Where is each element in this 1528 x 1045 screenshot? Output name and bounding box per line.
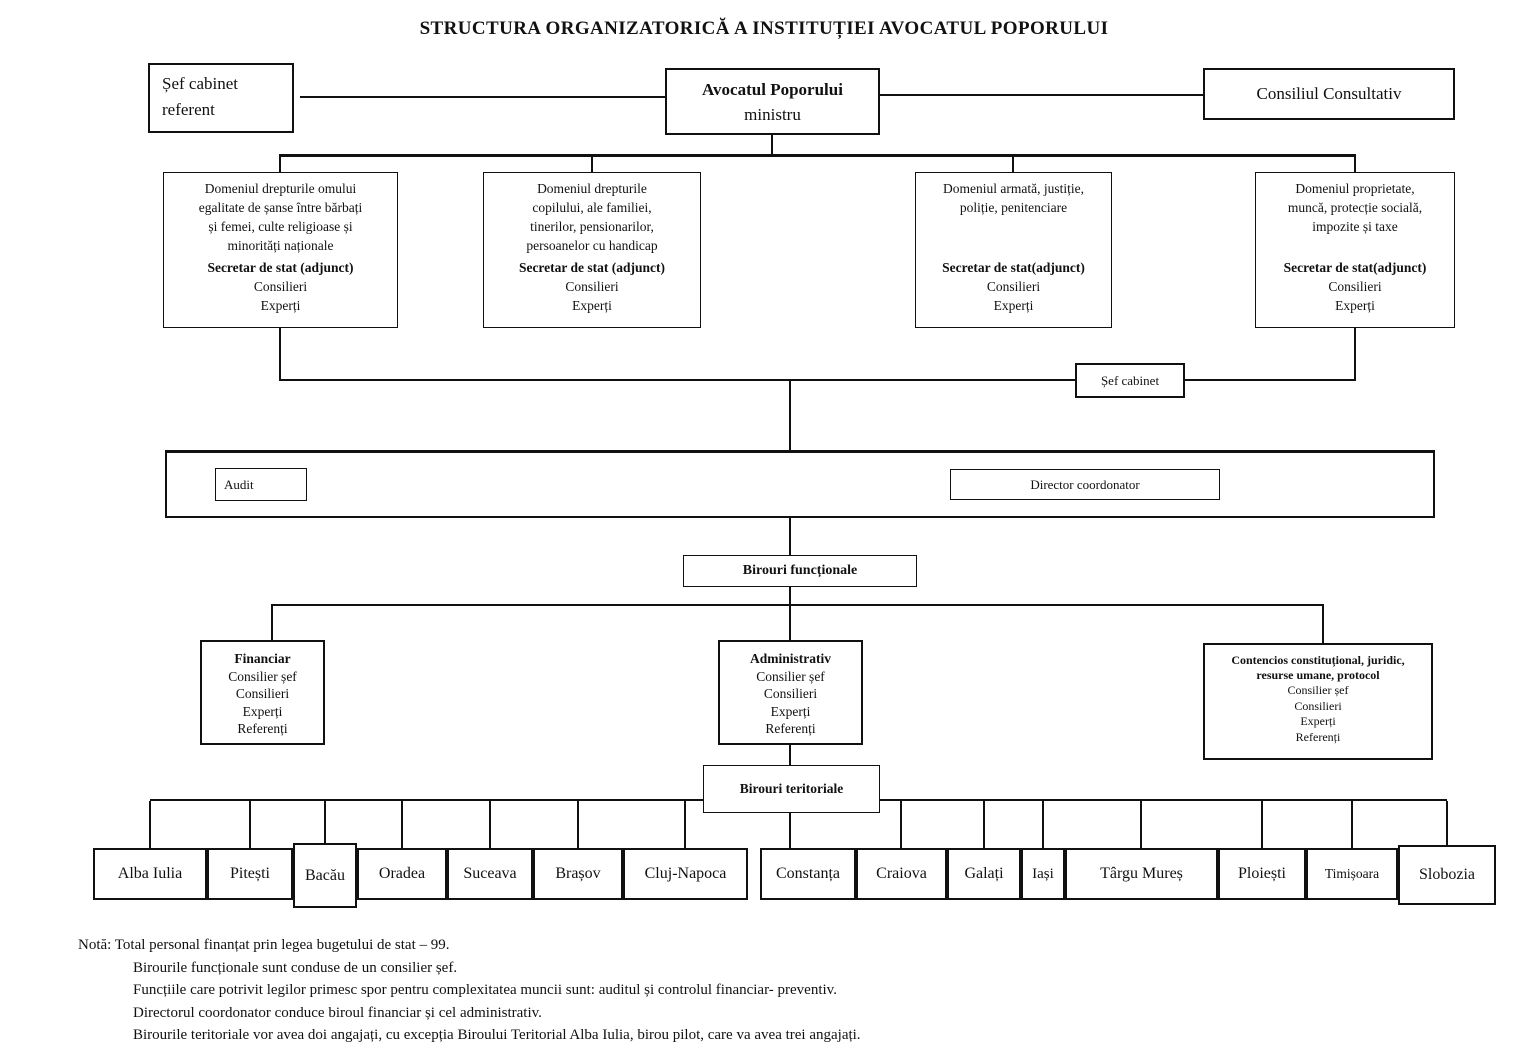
box-domain-proprietate-munca: Domeniul proprietate, muncă, protecție s… bbox=[1255, 172, 1455, 328]
box-sef-cabinet: Șef cabinet bbox=[1075, 363, 1185, 398]
box-financiar: Financiar Consilier șef Consilieri Exper… bbox=[200, 640, 325, 745]
connector-line bbox=[149, 801, 151, 848]
box-domain-armata-justitie: Domeniul armată, justiție, poliție, peni… bbox=[915, 172, 1112, 328]
connector-line bbox=[324, 801, 326, 848]
box-domain-drepturile-omului: Domeniul drepturile omului egalitate de … bbox=[163, 172, 398, 328]
box-audit: Audit bbox=[215, 468, 307, 501]
box-territorial-office-suceava: Suceava bbox=[447, 848, 533, 900]
footnotes: Notă: Total personal finanțat prin legea… bbox=[78, 934, 1508, 1045]
connector-line bbox=[279, 379, 1356, 381]
connector-line bbox=[249, 801, 251, 848]
box-consiliul-consultativ: Consiliul Consultativ bbox=[1203, 68, 1455, 120]
box-avocatul-poporului: Avocatul Poporului ministru bbox=[665, 68, 880, 135]
connector-line bbox=[271, 606, 273, 640]
connector-line bbox=[1354, 328, 1356, 380]
box-territorial-office-slobozia: Slobozia bbox=[1398, 845, 1496, 905]
box-territorial-office-alba-iulia: Alba Iulia bbox=[93, 848, 207, 900]
domain-title: Domeniul drepturile omului egalitate de … bbox=[198, 181, 363, 253]
box-birouri-teritoriale: Birouri teritoriale bbox=[703, 765, 880, 813]
box-administrativ: Administrativ Consilier șef Consilieri E… bbox=[718, 640, 863, 745]
function-staff: Consilier șef Consilieri Experți Referen… bbox=[1287, 683, 1349, 744]
box-territorial-office-cluj-napoca: Cluj-Napoca bbox=[623, 848, 748, 900]
box-territorial-office-timisoara: Timișoara bbox=[1306, 848, 1398, 900]
connector-line bbox=[1446, 801, 1448, 848]
box-territorial-office-ploiesti: Ploiești bbox=[1218, 848, 1306, 900]
box-territorial-office-craiova: Craiova bbox=[856, 848, 947, 900]
box-domain-drepturile-copilului: Domeniul drepturile copilului, ale famil… bbox=[483, 172, 701, 328]
function-title: Financiar bbox=[234, 651, 291, 666]
connector-line bbox=[684, 801, 686, 848]
box-birouri-functionale: Birouri funcționale bbox=[683, 555, 917, 587]
domain-title: Domeniul armată, justiție, poliție, peni… bbox=[943, 181, 1084, 215]
connector-line bbox=[591, 157, 593, 172]
domain-secretar: Secretar de stat (adjunct) bbox=[207, 260, 354, 275]
connector-line bbox=[789, 606, 791, 640]
domain-title: Domeniul drepturile copilului, ale famil… bbox=[526, 181, 658, 253]
connector-line bbox=[401, 801, 403, 848]
function-staff: Consilier șef Consilieri Experți Referen… bbox=[756, 668, 825, 737]
connector-line bbox=[1322, 606, 1324, 643]
connector-line bbox=[900, 801, 902, 848]
connector-line bbox=[1261, 801, 1263, 848]
note-line: Birourile teritoriale vor avea doi angaj… bbox=[133, 1027, 861, 1043]
connector-line bbox=[1140, 801, 1142, 848]
connector-line bbox=[271, 604, 1324, 606]
connector-line bbox=[880, 94, 1203, 96]
domain-secretar: Secretar de stat(adjunct) bbox=[942, 260, 1085, 275]
domain-secretar: Secretar de stat(adjunct) bbox=[1283, 260, 1427, 275]
box-territorial-office-brasov: Brașov bbox=[533, 848, 623, 900]
box-territorial-office-galati: Galați bbox=[947, 848, 1021, 900]
box-sef-cabinet-referent: Șef cabinet referent bbox=[148, 63, 294, 133]
connector-line bbox=[577, 801, 579, 848]
box-director-coordonator: Director coordonator bbox=[950, 469, 1220, 500]
connector-line bbox=[789, 813, 791, 848]
connector-line bbox=[1351, 801, 1353, 848]
domain-staff: Consilieri Experți bbox=[565, 279, 619, 313]
domain-staff: Consilieri Experți bbox=[1328, 279, 1382, 313]
ministru-label: ministru bbox=[744, 105, 801, 124]
connector-line bbox=[789, 745, 791, 765]
domain-secretar: Secretar de stat (adjunct) bbox=[518, 260, 666, 275]
connector-line bbox=[789, 587, 791, 605]
box-territorial-office-bacau: Bacău bbox=[293, 843, 357, 908]
connector-line bbox=[279, 157, 281, 172]
box-territorial-office-targu-mures: Târgu Mureș bbox=[1065, 848, 1218, 900]
page-title: STRUCTURA ORGANIZATORICĂ A INSTITUȚIEI A… bbox=[419, 18, 1109, 39]
domain-staff: Consilieri Experți bbox=[253, 279, 308, 313]
note-line: Notă: Total personal finanțat prin legea… bbox=[78, 937, 450, 953]
function-title: Administrativ bbox=[750, 651, 831, 666]
connector-line bbox=[1042, 801, 1044, 848]
connector-line bbox=[789, 518, 791, 555]
domain-title: Domeniul proprietate, muncă, protecție s… bbox=[1287, 181, 1423, 234]
box-territorial-office-pitesti: Pitești bbox=[207, 848, 293, 900]
connector-line bbox=[279, 154, 1356, 157]
note-line: Birourile funcționale sunt conduse de un… bbox=[133, 959, 458, 976]
function-title: Contencios constituțional, juridic, resu… bbox=[1231, 653, 1405, 682]
connector-line bbox=[771, 135, 773, 155]
connector-line bbox=[983, 801, 985, 848]
avocatul-poporului-label: Avocatul Poporului bbox=[702, 80, 843, 99]
connector-line bbox=[489, 801, 491, 848]
connector-line bbox=[789, 381, 791, 450]
connector-line bbox=[1012, 157, 1014, 172]
note-line: Funcțiile care potrivit legilor primesc … bbox=[133, 982, 837, 998]
box-territorial-office-iasi: Iași bbox=[1021, 848, 1065, 900]
domain-staff: Consilieri Experți bbox=[986, 279, 1041, 313]
connector-line bbox=[279, 328, 281, 380]
box-contencios-juridic: Contencios constituțional, juridic, resu… bbox=[1203, 643, 1433, 760]
box-territorial-office-constanta: Constanța bbox=[760, 848, 856, 900]
function-staff: Consilier șef Consilieri Experți Referen… bbox=[228, 668, 297, 737]
connector-line bbox=[1354, 157, 1356, 172]
note-line: Directorul coordonator conduce biroul fi… bbox=[133, 1004, 542, 1021]
container-audit-director bbox=[165, 450, 1435, 518]
box-territorial-office-oradea: Oradea bbox=[357, 848, 447, 900]
connector-line bbox=[300, 96, 665, 98]
